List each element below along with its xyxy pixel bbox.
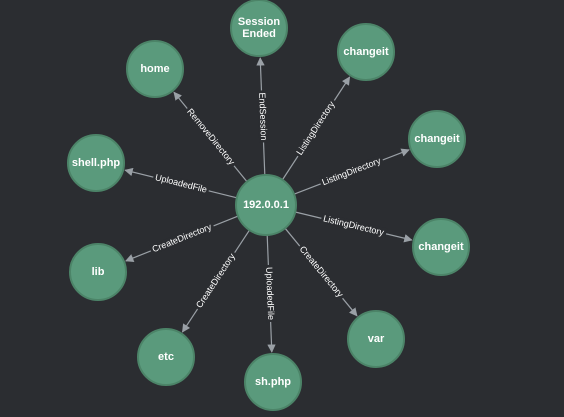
edge-shphp[interactable]: UploadedFile: [264, 234, 277, 353]
edge-label: UploadedFile: [264, 267, 276, 320]
edge-label-bg: [293, 97, 338, 159]
node-circle[interactable]: [337, 23, 395, 81]
edge-label: CreateDirectory: [194, 251, 237, 310]
node-label: home: [140, 63, 169, 75]
node-var[interactable]: var: [347, 310, 405, 368]
edge-label: CreateDirectory: [151, 221, 214, 254]
node-etc[interactable]: etc: [137, 328, 195, 386]
node-circle[interactable]: [235, 174, 297, 236]
edge-label-bg: [152, 171, 211, 196]
node-circle[interactable]: [126, 40, 184, 98]
edge-label-bg: [192, 249, 239, 312]
edge-label: ListingDirectory: [322, 213, 385, 237]
edge-label-bg: [257, 90, 270, 143]
edge-label-bg: [320, 212, 388, 239]
edge-var[interactable]: CreateDirectory: [284, 227, 358, 317]
edge-session[interactable]: EndSession: [256, 57, 270, 176]
edge-label: UploadedFile: [154, 172, 208, 194]
edge-etc[interactable]: CreateDirectory: [181, 229, 251, 333]
node-label: var: [368, 333, 385, 345]
node-label: 192.0.0.1: [243, 199, 289, 211]
node-label: changeit: [414, 133, 460, 145]
node-home[interactable]: home: [126, 40, 184, 98]
edge-changeit3[interactable]: ListingDirectory: [295, 211, 413, 243]
edge-changeit2[interactable]: ListingDirectory: [293, 148, 410, 195]
edge-label: ListingDirectory: [321, 155, 383, 187]
edge-lib[interactable]: CreateDirectory: [125, 215, 239, 262]
edge-label: CreateDirectory: [298, 244, 346, 299]
node-label: lib: [92, 266, 105, 278]
node-shellphp[interactable]: shell.php: [67, 134, 125, 192]
node-label: sh.php: [255, 376, 291, 388]
edge-label-bg: [296, 242, 347, 302]
node-circle[interactable]: [230, 0, 288, 57]
edge-label-bg: [148, 220, 216, 255]
node-changeit2[interactable]: changeit: [408, 110, 466, 168]
node-shphp[interactable]: sh.php: [244, 353, 302, 411]
node-center[interactable]: 192.0.0.1: [235, 174, 297, 236]
node-lib[interactable]: lib: [69, 243, 127, 301]
node-circle[interactable]: [244, 353, 302, 411]
edge-label: RemoveDirectory: [185, 107, 237, 168]
edge-shellphp[interactable]: UploadedFile: [124, 167, 238, 199]
node-circle[interactable]: [67, 134, 125, 192]
edge-label-bg: [318, 154, 385, 188]
edge-label-bg: [264, 264, 277, 323]
node-changeit3[interactable]: changeit: [412, 218, 470, 276]
node-circle[interactable]: [347, 310, 405, 368]
node-label: etc: [158, 351, 174, 363]
node-circle[interactable]: [69, 243, 127, 301]
node-label: shell.php: [72, 157, 121, 169]
node-circle[interactable]: [412, 218, 470, 276]
node-label: changeit: [343, 46, 389, 58]
edge-changeit1[interactable]: ListingDirectory: [281, 76, 351, 181]
node-changeit1[interactable]: changeit: [337, 23, 395, 81]
node-circle[interactable]: [137, 328, 195, 386]
edge-label: EndSession: [257, 92, 269, 140]
edge-label: ListingDirectory: [294, 99, 337, 157]
node-label: changeit: [418, 241, 464, 253]
edge-home[interactable]: RemoveDirectory: [173, 91, 248, 183]
node-circle[interactable]: [408, 110, 466, 168]
edge-label-bg: [183, 104, 239, 169]
